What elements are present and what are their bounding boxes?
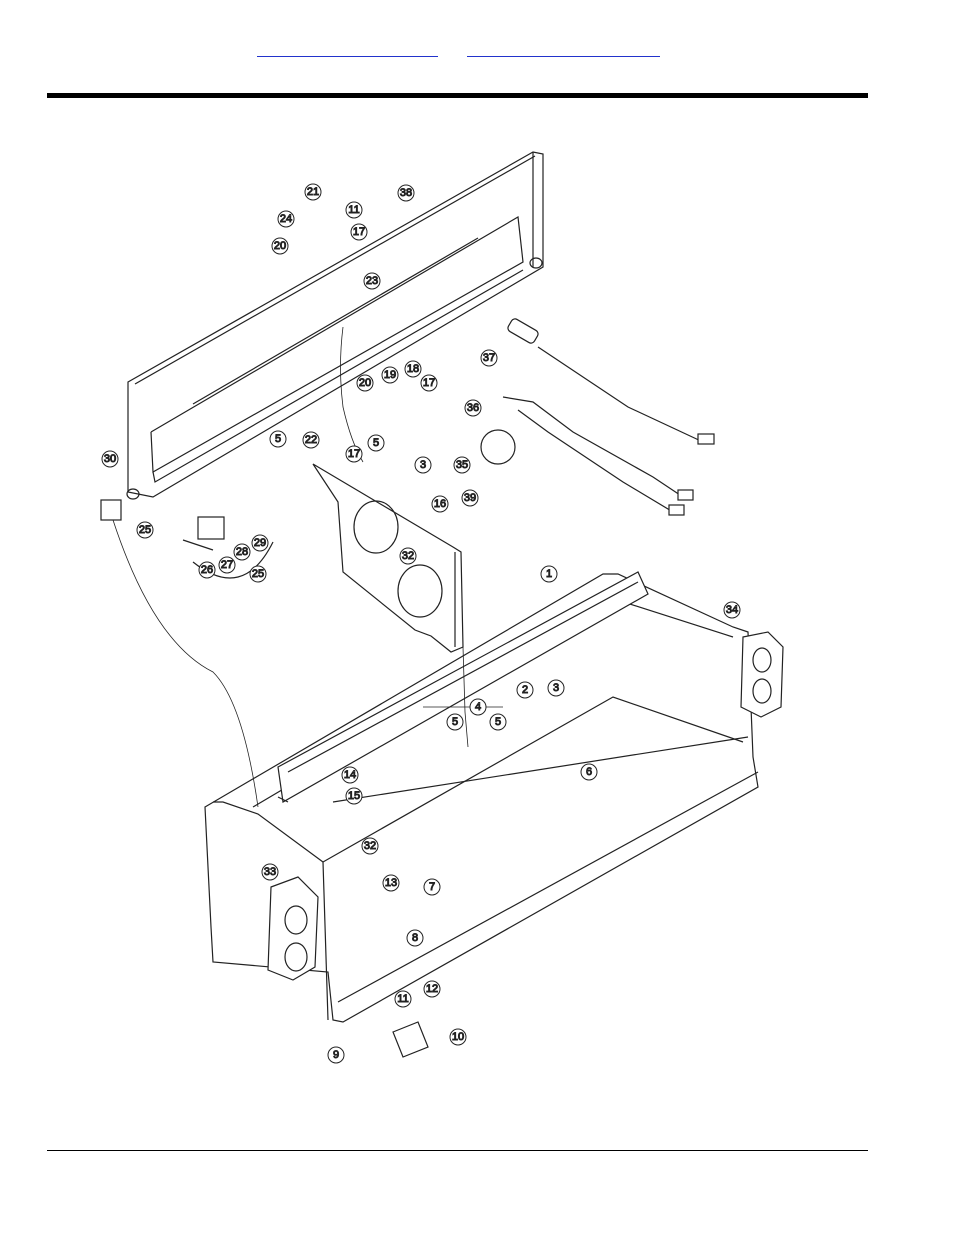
callout-36: 36 bbox=[467, 402, 479, 414]
callout-3b: 3 bbox=[553, 682, 559, 694]
bottom-rule bbox=[47, 1150, 868, 1151]
callouts: 1 2 3 3 4 5 5 5 5 6 7 8 9 10 11 11 12 13… bbox=[101, 183, 741, 1064]
callout-32: 32 bbox=[402, 550, 414, 562]
callout-12: 12 bbox=[426, 983, 438, 995]
header-link-1[interactable] bbox=[257, 40, 438, 57]
callout-37: 37 bbox=[483, 352, 495, 364]
top-rule bbox=[47, 93, 868, 98]
parts-diagram: 1 2 3 3 4 5 5 5 5 6 7 8 9 10 11 11 12 13… bbox=[93, 142, 785, 1074]
header-link-2[interactable] bbox=[467, 40, 660, 57]
callout-4: 4 bbox=[475, 701, 481, 713]
light-left bbox=[267, 876, 319, 981]
harness bbox=[480, 318, 715, 516]
light-right bbox=[740, 631, 784, 718]
callout-10: 10 bbox=[452, 1031, 464, 1043]
callout-3: 3 bbox=[420, 459, 426, 471]
callout-24: 24 bbox=[280, 213, 292, 225]
callout-15: 15 bbox=[348, 790, 360, 802]
side-panel bbox=[312, 463, 464, 653]
callout-11b: 11 bbox=[397, 993, 408, 1005]
callout-5: 5 bbox=[275, 433, 281, 445]
callout-8: 8 bbox=[412, 932, 418, 944]
callout-35: 35 bbox=[456, 459, 468, 471]
callout-16: 16 bbox=[434, 498, 446, 510]
callout-1: 1 bbox=[546, 568, 552, 580]
callout-20b: 20 bbox=[359, 377, 371, 389]
callout-33: 33 bbox=[264, 866, 276, 878]
callout-19: 19 bbox=[384, 369, 396, 381]
callout-25b: 25 bbox=[252, 568, 264, 580]
callout-14: 14 bbox=[344, 769, 356, 781]
callout-25: 25 bbox=[139, 524, 151, 536]
callout-17c: 17 bbox=[423, 377, 435, 389]
callout-39: 39 bbox=[464, 492, 476, 504]
callout-18: 18 bbox=[407, 363, 419, 375]
callout-20: 20 bbox=[274, 240, 286, 252]
callout-13: 13 bbox=[385, 877, 397, 889]
callout-5b: 5 bbox=[373, 437, 379, 449]
callout-29: 29 bbox=[254, 537, 266, 549]
callout-27: 27 bbox=[221, 559, 233, 571]
callout-9: 9 bbox=[333, 1049, 339, 1061]
lid-panel bbox=[126, 151, 544, 500]
callout-17b: 17 bbox=[348, 448, 360, 460]
callout-21: 21 bbox=[307, 186, 319, 198]
callout-28: 28 bbox=[236, 546, 248, 558]
hinge-assembly bbox=[100, 499, 274, 579]
mounting-plate bbox=[392, 1021, 429, 1058]
hopper-body bbox=[204, 571, 759, 1023]
callout-34: 34 bbox=[726, 604, 738, 616]
callout-5d: 5 bbox=[495, 716, 501, 728]
callout-26: 26 bbox=[201, 564, 213, 576]
callout-23: 23 bbox=[366, 275, 378, 287]
callout-38: 38 bbox=[400, 187, 412, 199]
callout-11: 11 bbox=[348, 204, 359, 216]
callout-6: 6 bbox=[586, 766, 592, 778]
callout-7: 7 bbox=[429, 881, 435, 893]
callout-17: 17 bbox=[353, 226, 365, 238]
callout-30: 30 bbox=[104, 453, 116, 465]
callout-32b: 32 bbox=[364, 840, 376, 852]
callout-22: 22 bbox=[305, 434, 317, 446]
callout-2: 2 bbox=[522, 684, 528, 696]
callout-5c: 5 bbox=[452, 716, 458, 728]
